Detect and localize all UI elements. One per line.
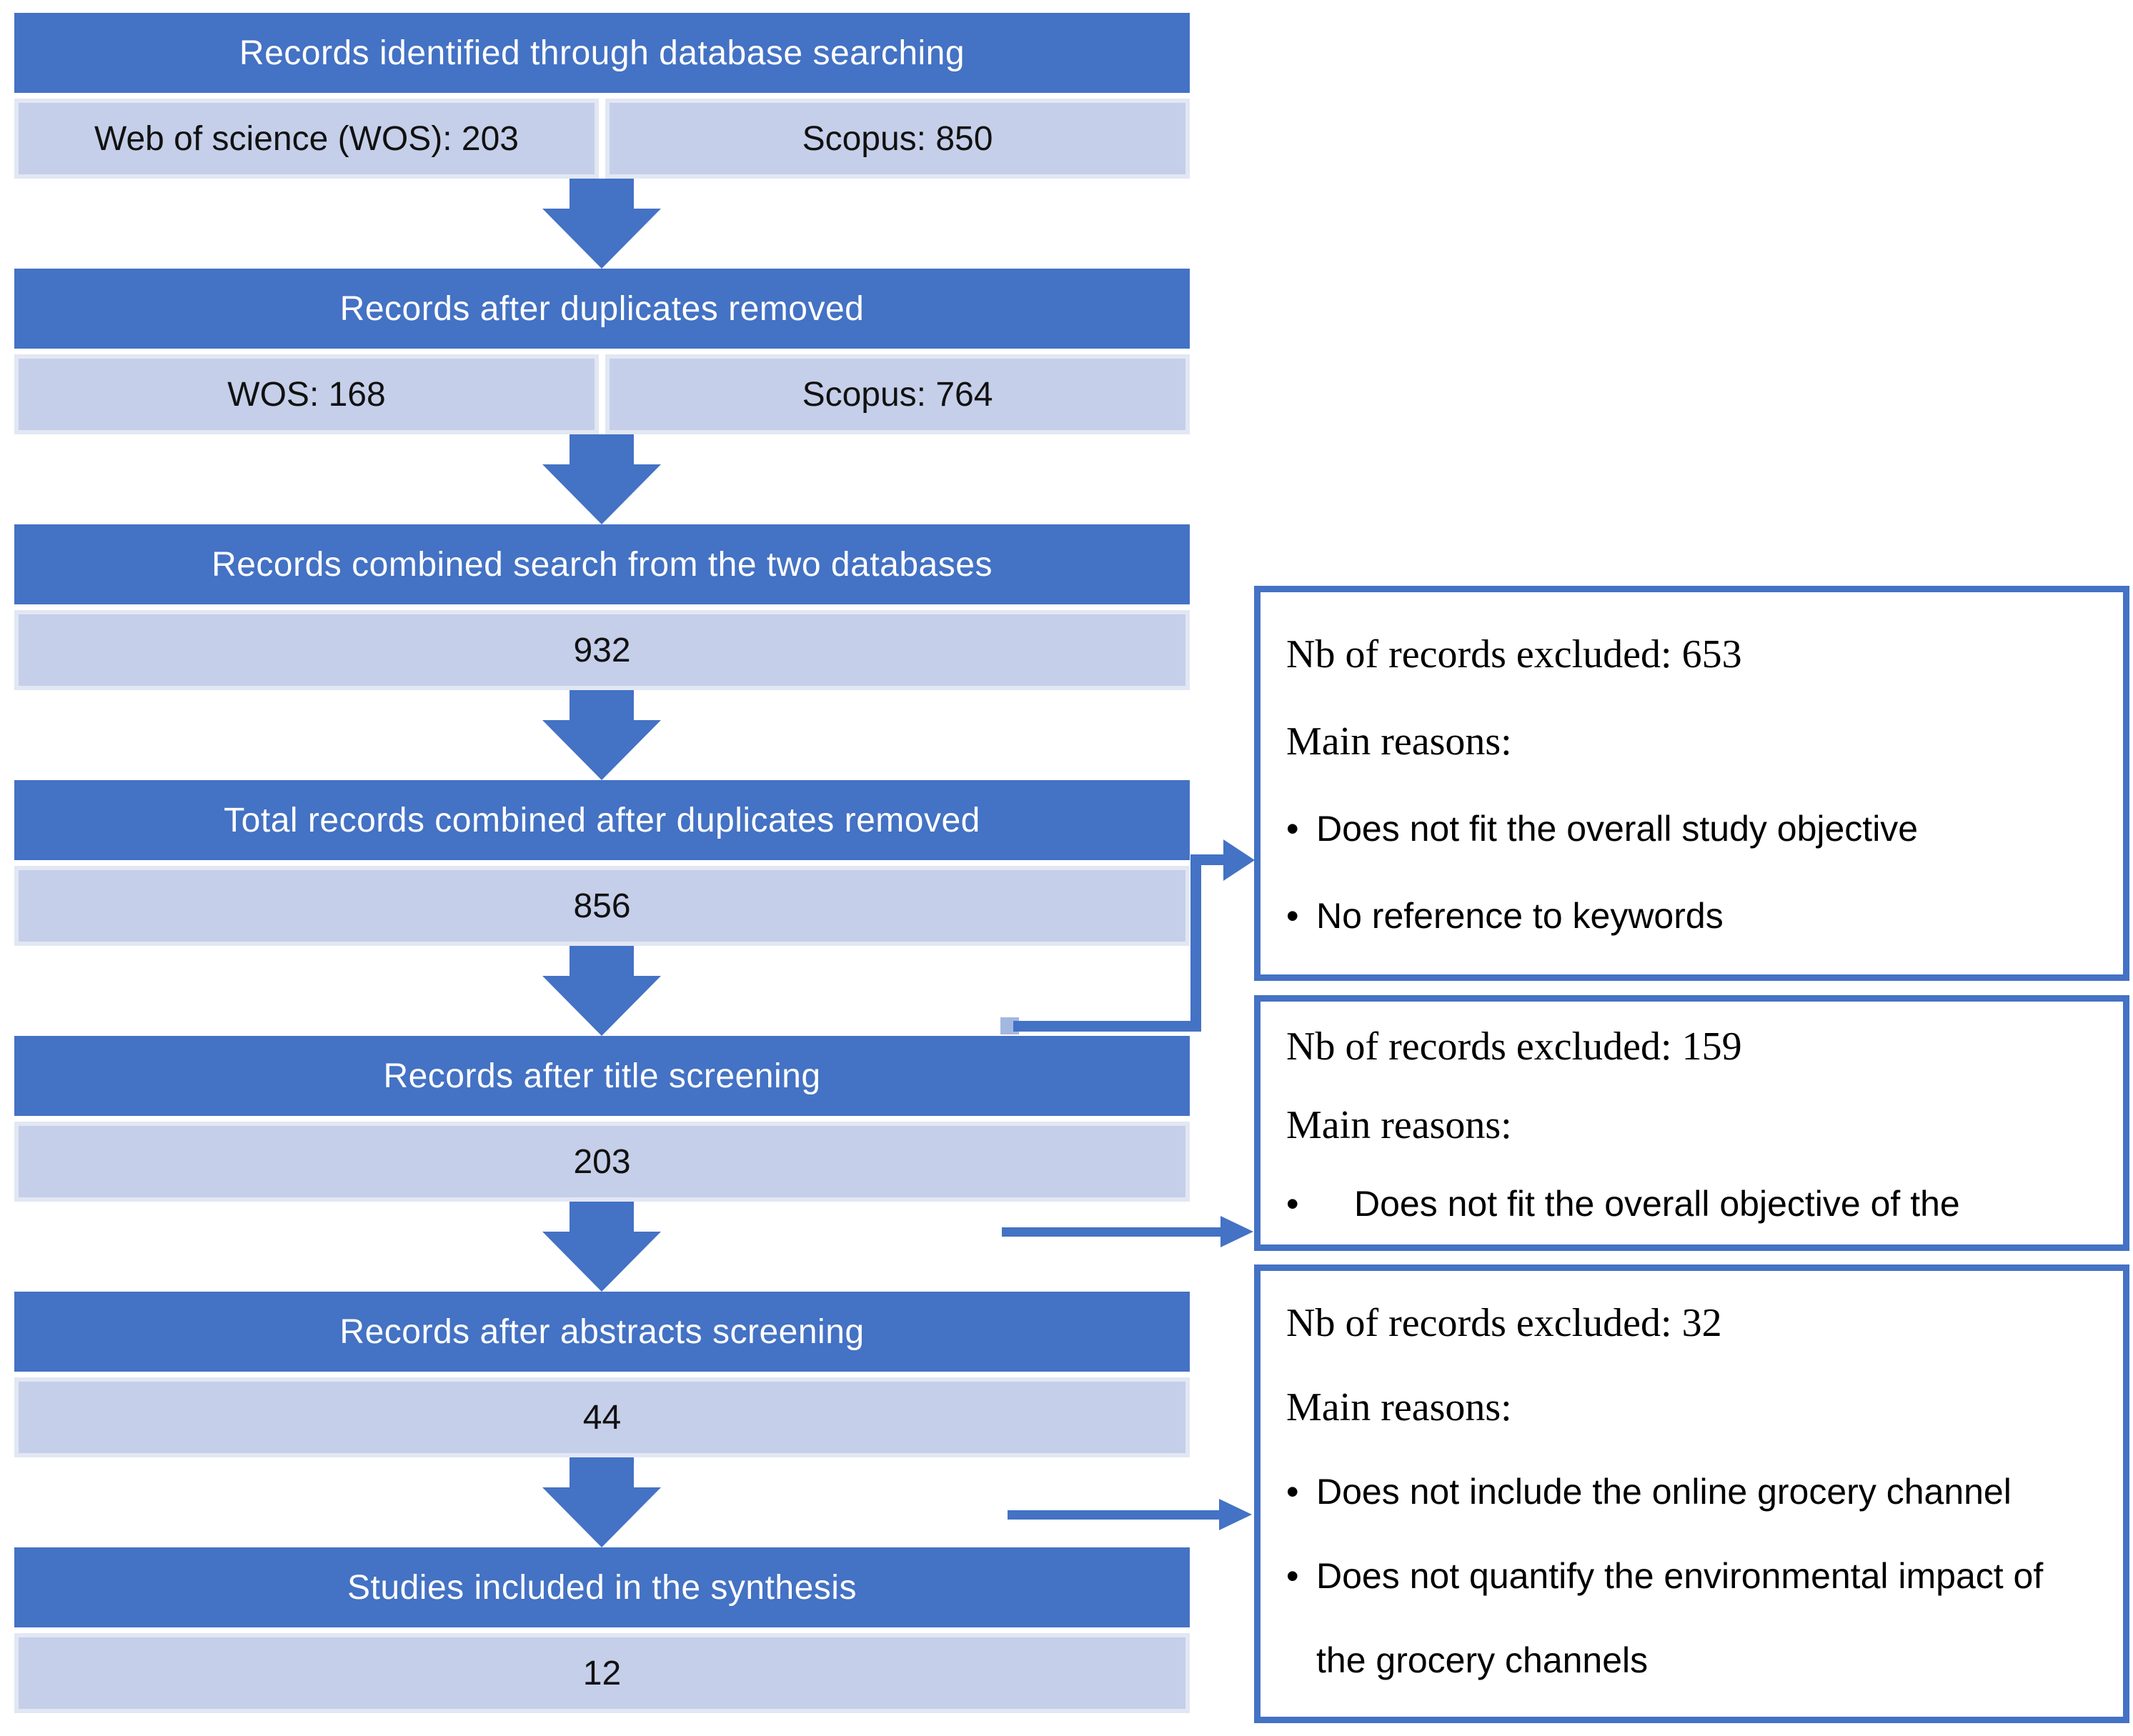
stage-1-cells: Web of science (WOS): 203 Scopus: 850: [14, 99, 1190, 179]
down-arrow-stem: [570, 690, 634, 720]
exclusion-reason: • No reference to keywords: [1286, 872, 2094, 959]
main-reasons-label: Main reasons:: [1286, 719, 1512, 764]
stage-total-combined: Total records combined after duplicates …: [14, 780, 1190, 946]
down-arrow-tip: [542, 1487, 661, 1547]
down-arrow-stem: [570, 946, 634, 976]
exclusion-reason: • Does not fit the overall study objecti…: [1286, 785, 2094, 872]
stage-2-cells: WOS: 168 Scopus: 764: [14, 354, 1190, 434]
stage-3-cells: 932: [14, 610, 1190, 690]
down-arrow-stem: [570, 1202, 634, 1232]
down-arrow-icon: [542, 1202, 661, 1292]
stage-identification: Records identified through database sear…: [14, 13, 1190, 179]
exclusion-box-title-screening: Nb of records excluded: 653 Main reasons…: [1254, 586, 2129, 981]
stage-1-cell-scopus: Scopus: 850: [605, 99, 1190, 179]
main-reasons-label: Main reasons:: [1286, 1103, 1512, 1147]
stage-duplicates-removed: Records after duplicates removed WOS: 16…: [14, 269, 1190, 434]
stage-5-header: Records after title screening: [14, 1036, 1190, 1116]
stage-title-screening: Records after title screening 203: [14, 1036, 1190, 1202]
exclusion-reason-text: No reference to keywords: [1316, 896, 1724, 936]
down-arrow-stem: [570, 434, 634, 464]
stage-3-header: Records combined search from the two dat…: [14, 524, 1190, 604]
stage-combined-search: Records combined search from the two dat…: [14, 524, 1190, 690]
connector-horizontal-segment: [1190, 854, 1233, 865]
down-arrow-stem: [570, 1457, 634, 1487]
stage-1-cell-wos: Web of science (WOS): 203: [14, 99, 599, 179]
exclusion-reason-text: Does not quantify the environmental impa…: [1316, 1556, 2044, 1680]
bullet-icon: •: [1286, 1556, 1299, 1596]
bullet-icon: •: [1286, 1184, 1299, 1224]
stage-4-cells: 856: [14, 866, 1190, 946]
exclusion-reason-text: Does not fit the overall study objective: [1316, 809, 1919, 849]
down-arrow-tip: [542, 1232, 661, 1292]
exclusion-reason: • Does not fit the overall objective of …: [1286, 1164, 2094, 1243]
stage-abstracts-screening: Records after abstracts screening 44: [14, 1292, 1190, 1457]
exclusion-box-full-text-screening: Nb of records excluded: 32 Main reasons:…: [1254, 1264, 2129, 1723]
arrow-stem: [1008, 1510, 1222, 1520]
down-arrow-icon: [542, 946, 661, 1036]
stage-5-cell-total: 203: [14, 1122, 1190, 1202]
bullet-icon: •: [1286, 809, 1299, 849]
down-arrow-tip: [542, 976, 661, 1036]
stage-5-cells: 203: [14, 1122, 1190, 1202]
exclusion-reason-text: Does not fit the overall objective of th…: [1354, 1184, 1960, 1224]
stage-2-cell-scopus: Scopus: 764: [605, 354, 1190, 434]
down-arrow-icon: [542, 690, 661, 780]
main-reasons-label: Main reasons:: [1286, 1385, 1512, 1430]
right-arrow-tip-icon: [1219, 1499, 1252, 1530]
down-arrow-tip: [542, 209, 661, 269]
stage-included-studies: Studies included in the synthesis 12: [14, 1547, 1190, 1713]
down-arrow-icon: [542, 179, 661, 269]
stage-7-header: Studies included in the synthesis: [14, 1547, 1190, 1627]
down-arrow-stem: [570, 179, 634, 209]
arrow-stem: [1002, 1227, 1223, 1237]
stage-4-header: Total records combined after duplicates …: [14, 780, 1190, 860]
stage-7-cells: 12: [14, 1633, 1190, 1713]
stage-6-header: Records after abstracts screening: [14, 1292, 1190, 1372]
excluded-count: Nb of records excluded: 32: [1286, 1301, 1722, 1345]
stage-6-cells: 44: [14, 1377, 1190, 1457]
stage-6-cell-total: 44: [14, 1377, 1190, 1457]
connector-horizontal-segment: [1013, 1021, 1200, 1032]
exclusion-box-abstract-screening: Nb of records excluded: 159 Main reasons…: [1254, 995, 2129, 1251]
right-arrow-tip-icon: [1223, 839, 1255, 881]
down-arrow-icon: [542, 1457, 661, 1547]
excluded-count: Nb of records excluded: 653: [1286, 632, 1742, 677]
stage-7-cell-total: 12: [14, 1633, 1190, 1713]
bullet-icon: •: [1286, 896, 1299, 936]
exclusion-reason: • Does not quantify the environmental im…: [1286, 1534, 2094, 1702]
excluded-count: Nb of records excluded: 159: [1286, 1024, 1742, 1069]
stage-3-cell-total: 932: [14, 610, 1190, 690]
exclusion-reason-text: Does not include the online grocery chan…: [1316, 1472, 2012, 1512]
stage-1-header: Records identified through database sear…: [14, 13, 1190, 93]
down-arrow-tip: [542, 464, 661, 524]
stage-4-cell-total: 856: [14, 866, 1190, 946]
exclusion-reason: • Does not include the online grocery ch…: [1286, 1450, 2094, 1534]
down-arrow-tip: [542, 720, 661, 780]
right-arrow-tip-icon: [1220, 1216, 1253, 1247]
stage-2-cell-wos: WOS: 168: [14, 354, 599, 434]
down-arrow-icon: [542, 434, 661, 524]
bullet-icon: •: [1286, 1472, 1299, 1512]
stage-2-header: Records after duplicates removed: [14, 269, 1190, 349]
connector-vertical-segment: [1190, 854, 1201, 1032]
